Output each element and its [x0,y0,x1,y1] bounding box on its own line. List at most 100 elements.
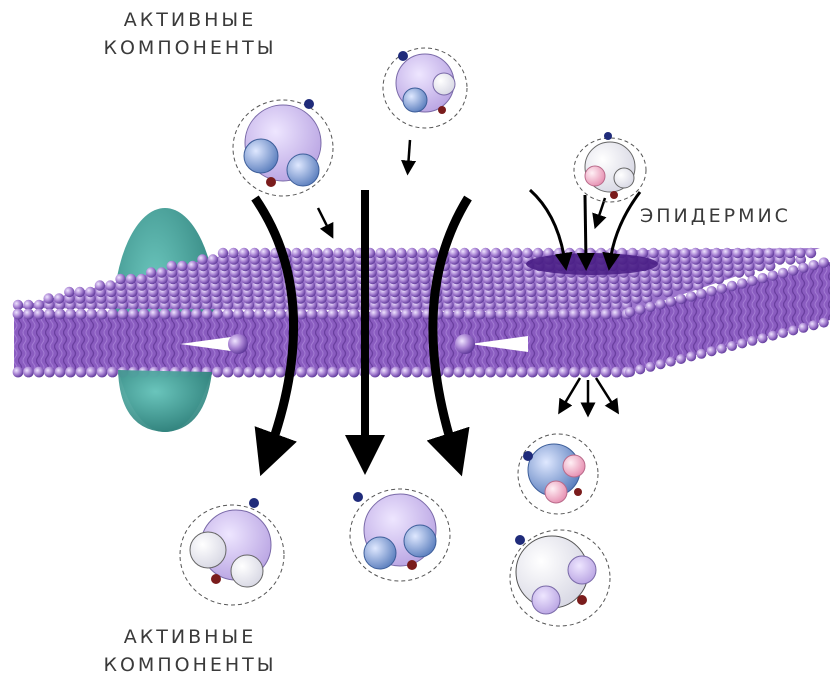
lipid-head-bead [317,367,328,378]
lipid-head-bead [747,276,757,286]
lipid-head-bead [645,302,655,312]
label-top-line2: КОМПОНЕНТЫ [80,34,300,62]
lipid-head-bead [349,367,360,378]
lipid-head-bead [538,309,549,320]
lipid-head-bead [680,248,690,258]
lipid-head-bead [559,309,570,320]
lipid-head-bead [737,338,747,348]
lipid-head-bead [785,248,795,258]
lipid-head-bead [76,367,87,378]
label-epidermis: ЭПИДЕРМИС [640,202,840,230]
lipid-head-bead [95,280,105,290]
lipid-head-bead [307,309,318,320]
lipid-head-bead [233,367,244,378]
lipid-head-bead [601,309,612,320]
lipid-head-bead [97,309,108,320]
lipid-head-bead [34,367,45,378]
lipid-head-bead [380,309,391,320]
lipid-head-bead [44,367,55,378]
lipid-head-bead [64,287,74,297]
lipid-head-bead [659,248,669,258]
lipid-head-bead [160,309,171,320]
lipid-head-bead [757,273,767,283]
lipid-head-bead [717,344,727,354]
lipid-head-bead [569,367,580,378]
molecule-bottom-center [350,489,450,581]
lipid-head-bead [635,304,645,314]
lipid-head-bead [666,296,676,306]
lipid-head-bead [265,367,276,378]
lipid-head-bead [349,309,360,320]
lipid-head-bead [149,309,160,320]
lipid-head-bead [788,325,798,335]
lipid-head-bead [228,248,238,258]
lipid-head-bead [676,354,686,364]
lipid-head-bead [464,309,475,320]
lipid-head-bead [480,248,490,258]
lipid-head-bead [412,309,423,320]
lipid-head-bead [491,248,501,258]
lipid-head-bead [512,248,522,258]
lipid-head-bead [55,367,66,378]
lipid-head-bead [485,367,496,378]
lipid-head-bead [218,248,228,258]
protein-channel-front [118,370,212,432]
lipid-head-bead [580,367,591,378]
lipid-head-bead [768,331,778,341]
lipid-head-bead [590,367,601,378]
lipid-head-bead [380,367,391,378]
lipid-head-bead [208,254,218,264]
lipid-head-bead [43,293,53,303]
lipid-head-bead [86,309,97,320]
lipid-head-bead [118,309,129,320]
lipid-head-bead [548,367,559,378]
lipid-head-bead [517,367,528,378]
lipid-head-bead [260,248,270,258]
lipid-head-bead [412,367,423,378]
lipid-head-bead [548,309,559,320]
epidermis-patch [526,253,658,275]
lipid-head-bead [244,367,255,378]
molecule-top-left [233,99,333,196]
lipid-head-bead [233,309,244,320]
lipid-head-bead [669,248,679,258]
lipid-head-bead [275,367,286,378]
lipid-head-bead [146,267,156,277]
lipid-head-bead [396,248,406,258]
lipid-head-bead [795,248,805,258]
lipid-head-bead [506,309,517,320]
lipid-head-bead [401,367,412,378]
lipid-head-bead [307,367,318,378]
lipid-head-bead [115,274,125,284]
lipid-head-bead [333,248,343,258]
lipid-head-bead [386,248,396,258]
lipid-head-bead [496,309,507,320]
lipid-head-bead [656,359,666,369]
lipid-head-bead [798,323,808,333]
label-bottom-line2: КОМПОНЕНТЫ [80,651,300,679]
lipid-head-bead [126,274,136,284]
lipid-head-bead [538,367,549,378]
lipid-head-bead [666,357,676,367]
lipid-head-bead [569,309,580,320]
lipid-head-bead [590,309,601,320]
lipid-head-bead [254,367,265,378]
lipid-head-bead [768,270,778,280]
label-top-line1: АКТИВНЫЕ [80,6,300,34]
lipid-head-bead [23,367,34,378]
lipid-head-bead [727,341,737,351]
lipid-head-bead [177,261,187,271]
lipid-head-bead [107,367,118,378]
lipid-head-bead [107,309,118,320]
lipid-head-bead [611,367,622,378]
lipid-head-bead [170,309,181,320]
lipid-head-bead [417,248,427,258]
lipid-head-bead [65,367,76,378]
label-active-components-bottom: АКТИВНЫЕ КОМПОНЕНТЫ [80,623,300,679]
lipid-head-bead [223,367,234,378]
lipid-head-bead [809,320,819,330]
lipid-head-bead [701,248,711,258]
lipid-head-bead [370,367,381,378]
label-right-text: ЭПИДЕРМИС [640,202,840,230]
